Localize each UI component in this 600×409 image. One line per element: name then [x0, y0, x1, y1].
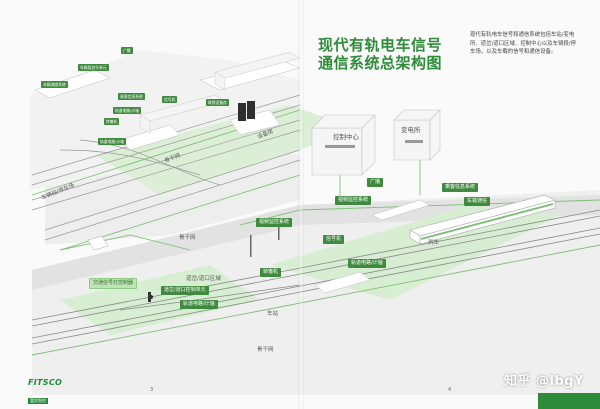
- tag-onboard-comm: 车载通信: [464, 197, 491, 206]
- control-center-label: 控制中心: [333, 133, 359, 141]
- label-station: 车站: [267, 311, 279, 317]
- tag-track-axle-lower: 轨道电路/计轴: [180, 300, 218, 309]
- tag-interlock-room: 联锁设备房: [206, 99, 229, 106]
- watermark: 知乎 @lbgY: [503, 374, 584, 389]
- tag-video-monitor-mid: 视频监控系统: [256, 218, 293, 227]
- title-line-1: 现代有轨电车信号: [318, 36, 443, 54]
- tag-track-axle-mid: 轨道电路/计轴: [348, 259, 386, 268]
- substation-label: 变电所: [401, 126, 421, 134]
- page-number-left: 3: [150, 387, 154, 393]
- tag-axle-counter-upper: 轨道电路/计轴: [113, 107, 142, 114]
- logo-subtitle: 富欣智控: [28, 398, 48, 404]
- company-logo: FITSCO 富欣智控: [28, 378, 66, 406]
- tag-dispatch-system: 车辆调度系统: [41, 81, 68, 88]
- tag-signal-machine-mid: 信号机: [323, 235, 345, 244]
- description-text: 现代有轨电车信号和通信系统包括车站/变电所、道岔/道口区域、控制中心以及车辆段/…: [470, 32, 577, 56]
- label-turnout-area: 道岔/道口区域: [186, 276, 221, 282]
- page-fold: [298, 0, 304, 409]
- title-line-2: 通信系统总架构图: [318, 54, 443, 72]
- tag-passenger-info-right: 乘客信息系统: [442, 183, 479, 192]
- tag-depot-signal-unit: 车辆段信号单元: [78, 64, 109, 71]
- tag-broadcast-upper: 广播: [121, 47, 133, 54]
- label-train: 列车: [428, 240, 440, 246]
- tag-traffic-signal-controller: 交通信号灯控制器: [89, 278, 138, 289]
- page-number-right: 4: [448, 387, 452, 393]
- tag-turnout-machine-upper: 转辙机: [104, 118, 120, 125]
- label-backbone-lower: 骨干网: [257, 347, 274, 353]
- corner-accent: [538, 393, 600, 409]
- tag-broadcast-right: 广播: [367, 178, 384, 187]
- tag-passenger-info-upper: 乘客信息系统: [118, 93, 145, 100]
- page-title: 现代有轨电车信号 通信系统总架构图: [318, 36, 468, 72]
- tag-turnout-machine-mid: 转辙机: [260, 268, 282, 277]
- tag-track-axle-upper: 轨道电路/计轴: [98, 138, 127, 145]
- tag-turnout-control-unit: 道岔/道口控制单元: [161, 286, 209, 295]
- logo-mark: FITSCO: [28, 378, 63, 387]
- tag-signal-machine-upper: 信号机: [162, 96, 178, 103]
- label-backbone-mid: 骨干网: [179, 235, 196, 241]
- tag-video-monitor-right: 视频监控系统: [335, 196, 372, 205]
